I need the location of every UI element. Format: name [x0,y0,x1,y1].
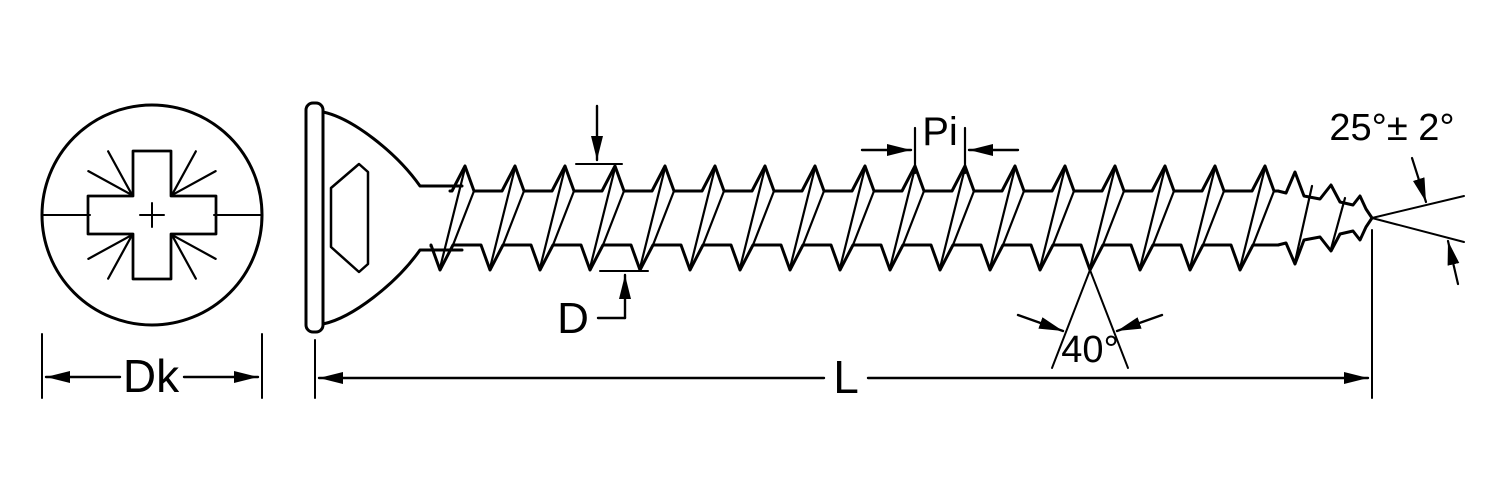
screw-tip-bottom-outline [1276,216,1374,266]
d-reference-ticks [575,163,649,272]
thread-flank-lines [438,166,1347,270]
screw-head-taper-bottom [321,248,464,326]
head-diameter-dimension [41,333,263,399]
screw-head-taper-top [321,110,464,188]
l-extension-lines [314,229,1373,399]
point-angle-dimension [1371,156,1465,286]
thread-angle-v-lines [1051,269,1129,369]
head-front-view [40,103,264,327]
thread-bottom-outline [429,243,1280,272]
thread-angle-arrow-right [1115,313,1164,333]
thread-angle-dimension [1016,269,1164,369]
dk-label: Dk [123,350,180,402]
dk-extension-lines [41,333,263,399]
d-label: D [557,294,589,343]
screw-head-cap [304,101,325,334]
pi-tick-lines [913,126,967,175]
point-angle-label: 25°± 2° [1329,107,1454,149]
length-dimension [314,229,1373,399]
point-angle-arrow-upper [1410,156,1428,204]
thread-angle-arrow-left [1016,313,1065,333]
center-cross-mark [139,202,165,228]
screw-side-view [304,101,1374,334]
thread-top-outline [448,164,1280,193]
pi-label: Pi [922,110,958,154]
l-label: L [833,351,859,403]
point-angle-arrow-lower [1446,239,1460,286]
dimension-labels: Dk L D Pi 40° 25°± 2° [123,107,1455,403]
screw-tip-top-outline [1276,170,1374,220]
screw-head-recess-profile [329,162,370,274]
thread-diameter-dimension [575,104,649,320]
pozidriv-cross-recess [86,149,218,281]
pitch-dimension [860,126,1020,175]
point-angle-lines [1371,195,1465,243]
thread-angle-label: 40° [1061,329,1118,371]
